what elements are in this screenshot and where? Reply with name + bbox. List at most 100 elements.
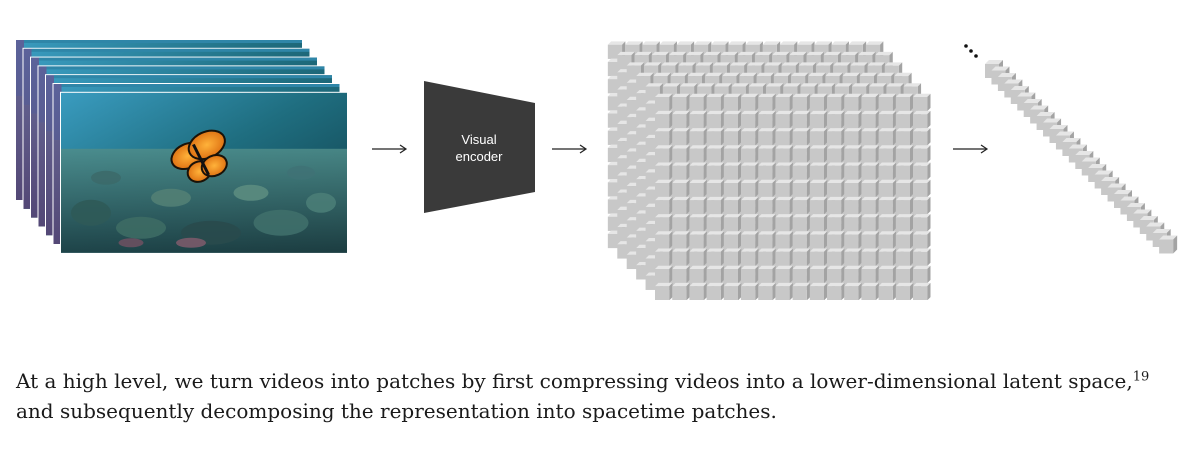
latent-patch [689,162,707,180]
latent-patch [809,145,828,163]
latent-patch [913,282,931,300]
footnote-reference[interactable]: 19 [1132,369,1150,385]
latent-patch [861,162,879,180]
latent-patch [775,248,793,266]
latent-patch [723,179,742,198]
latent-patch [655,282,673,300]
latent-patch [775,196,793,215]
latent-patch [672,162,690,180]
latent-patch [741,231,759,249]
latent-patch [792,128,811,146]
latent-patch [655,214,673,232]
latent-patch [706,214,725,232]
latent-patch [844,196,862,215]
latent-patch [706,196,725,215]
latent-patch [672,179,690,198]
latent-patch [878,196,897,215]
latent-patch [758,162,776,180]
latent-patch [895,145,914,163]
latent-patch [861,248,879,266]
latent-patch [827,282,845,300]
arrow-right-icon [953,144,989,154]
latent-patch [672,196,690,215]
latent-patch [827,110,845,129]
latent-patch [913,93,931,112]
latent-patch [809,128,828,146]
latent-patch [895,248,914,266]
latent-patch [723,93,742,112]
latent-patch [655,179,673,198]
latent-patch [655,196,673,215]
latent-patch [878,282,897,300]
latent-patch [827,196,845,215]
latent-patch [672,110,690,129]
latent-patch [758,231,776,249]
latent-patch [861,282,879,300]
latent-patch [706,93,725,112]
latent-patch [861,93,879,112]
latent-patch [775,145,793,163]
latent-patch [827,231,845,249]
latent-patch [723,282,742,300]
figure-caption: At a high level, we turn videos into pat… [16,366,1186,426]
latent-patch [792,93,811,112]
latent-patch [878,110,897,129]
visual-encoder-block: Visual encoder [424,81,535,213]
latent-patch [827,162,845,180]
latent-patch [672,128,690,146]
latent-patch [775,282,793,300]
latent-patch [706,265,725,284]
latent-patch [741,93,759,112]
latent-patch [809,162,828,180]
latent-patch [792,265,811,284]
latent-patch [672,265,690,284]
latent-patch [655,248,673,266]
latent-patch [792,248,811,266]
latent-patch [809,196,828,215]
latent-patch [689,145,707,163]
latent-patch [809,93,828,112]
latent-patch [792,110,811,129]
latent-patch [844,179,862,198]
latent-patch [844,162,862,180]
latent-patch [689,128,707,146]
latent-patch [827,179,845,198]
latent-patch [792,145,811,163]
latent-patch [878,179,897,198]
latent-patch [758,93,776,112]
latent-patch [844,110,862,129]
latent-patch [827,248,845,266]
latent-patch [775,128,793,146]
butterfly-icon [170,129,228,183]
latent-patch [741,214,759,232]
latent-patch [895,214,914,232]
video-frames-stack [15,39,348,254]
latent-patch [689,93,707,112]
latent-patch [844,93,862,112]
latent-patch [741,179,759,198]
latent-patch [758,128,776,146]
latent-patch [655,110,673,129]
latent-patch [895,231,914,249]
latent-patch [861,265,879,284]
latent-patch [792,162,811,180]
latent-patch [861,110,879,129]
latent-patch [895,179,914,198]
latent-patch [878,162,897,180]
latent-patch [758,110,776,129]
video-compression-diagram: Visual encoder [15,39,1178,300]
latent-patch [895,162,914,180]
latent-patch [792,196,811,215]
latent-patch [672,248,690,266]
latent-patch [895,128,914,146]
latent-patch [723,265,742,284]
latent-patch [706,282,725,300]
latent-patch [861,179,879,198]
latent-patch [844,248,862,266]
encoder-label-line2: encoder [456,149,504,164]
latent-patch [672,282,690,300]
latent-patch [878,128,897,146]
latent-patch [844,282,862,300]
latent-patch [878,93,897,112]
latent-patch [775,265,793,284]
